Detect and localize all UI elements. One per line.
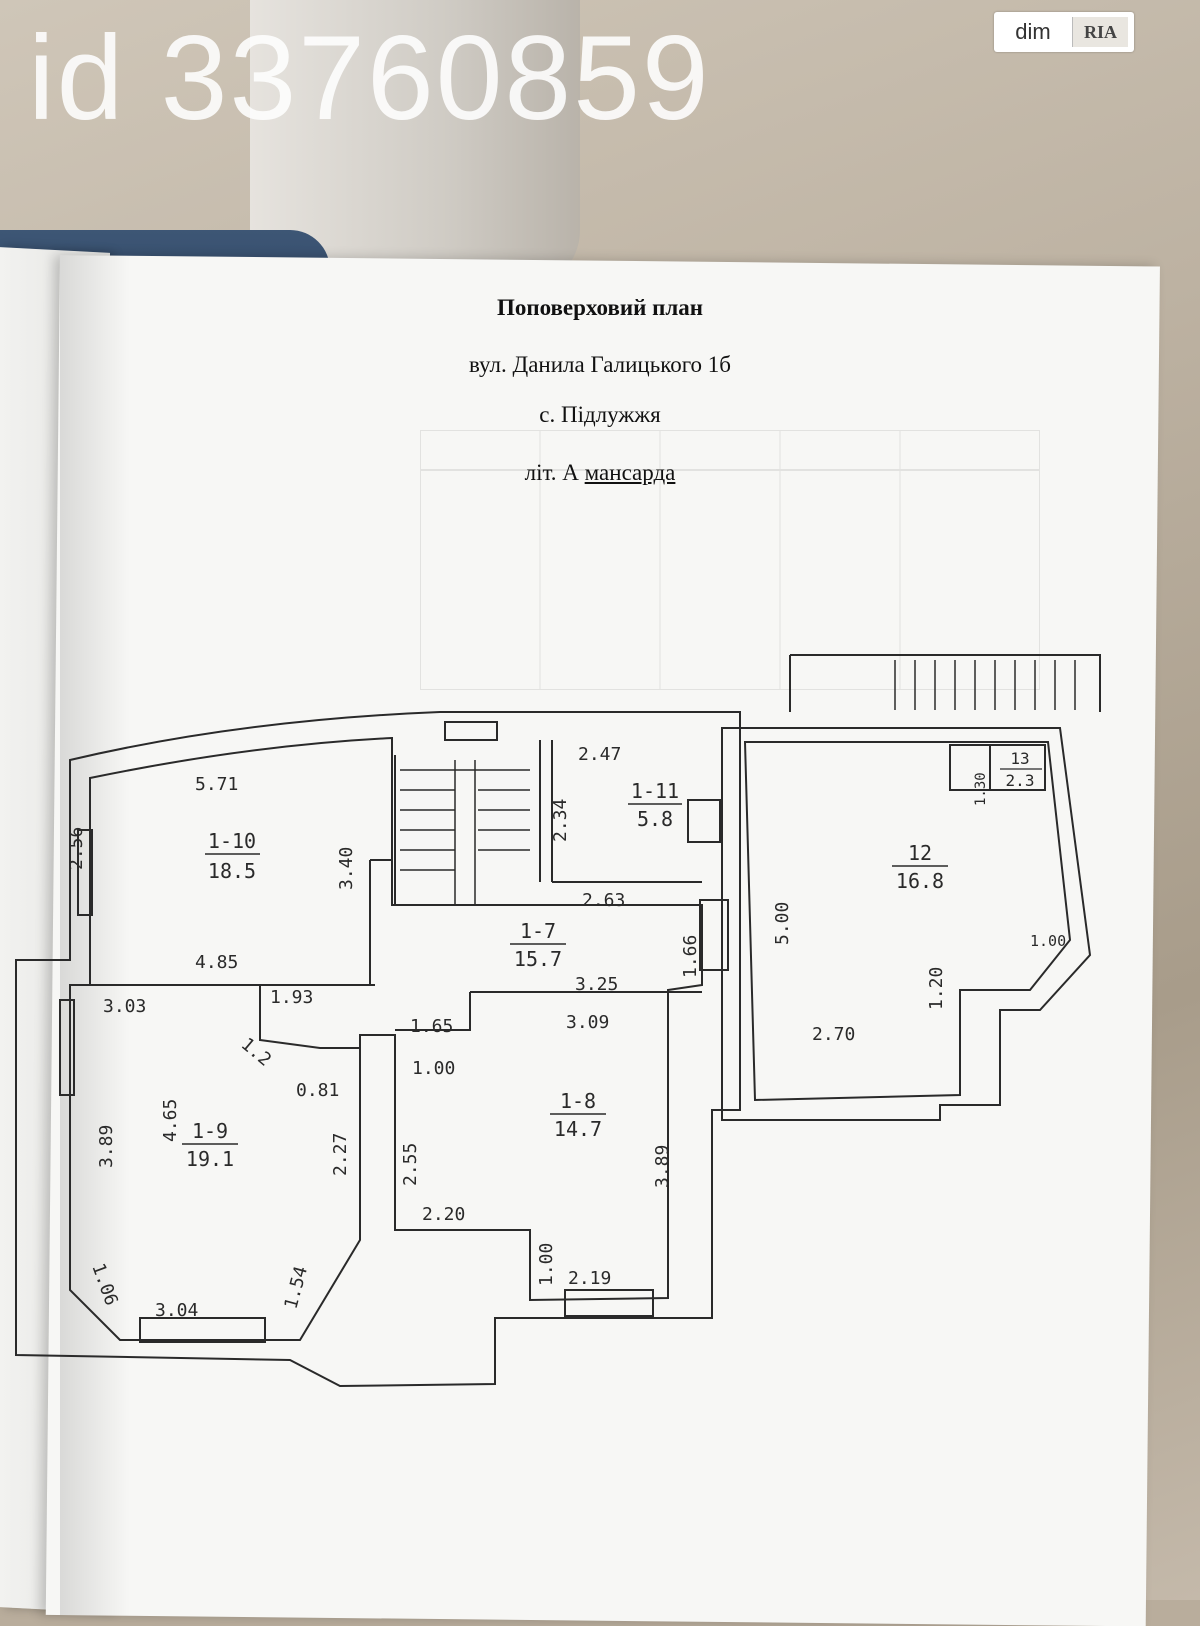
dimension-label: 2.27 <box>330 1133 351 1176</box>
room-area: 15.7 <box>514 947 562 971</box>
staircase-icon <box>400 660 1076 905</box>
building-letter: літ. А <box>524 460 579 485</box>
dimension-label: 5.71 <box>195 774 238 795</box>
dimension-label: 1.06 <box>87 1261 122 1309</box>
logo-ria-text: RIA <box>1072 17 1128 47</box>
dimension-label: 1.54 <box>281 1264 313 1311</box>
dimension-label: 1.66 <box>680 935 701 978</box>
dimension-label: 2.20 <box>422 1204 465 1225</box>
dimension-label: 3.25 <box>575 974 618 995</box>
dimension-label: 3.09 <box>566 1012 609 1033</box>
dimria-logo[interactable]: dim RIA <box>994 12 1134 52</box>
dimension-label: 1.20 <box>926 967 947 1010</box>
dimension-label: 2.63 <box>582 890 625 911</box>
dimension-label: 1.65 <box>410 1016 453 1037</box>
dimension-label: 2.47 <box>578 744 621 765</box>
street-address: вул. Данила Галицького 1б <box>468 352 732 377</box>
dimension-label: 3.89 <box>96 1125 117 1168</box>
dimension-label: 2.55 <box>400 1143 421 1186</box>
room-id: 1-10 <box>208 829 256 853</box>
room-area: 5.8 <box>637 807 673 831</box>
dimension-label: 4.65 <box>160 1099 181 1142</box>
dimension-label: 2.70 <box>812 1024 855 1045</box>
room-labels: 1-10 18.5 1-11 5.8 1-7 15.7 1-8 14.7 1-9… <box>182 749 1042 1171</box>
page-gutter-shadow <box>60 255 130 1615</box>
dimension-label: 3.40 <box>336 847 357 890</box>
room-id: 1-9 <box>192 1119 228 1143</box>
dimension-label: 1.2 <box>237 1034 275 1071</box>
dimension-label: 0.81 <box>296 1080 339 1101</box>
room-id: 13 <box>1010 749 1029 768</box>
room-area: 18.5 <box>208 859 256 883</box>
room-area: 2.3 <box>1006 771 1035 790</box>
floor-line: літ. А мансарда <box>0 460 1200 486</box>
room-area: 16.8 <box>896 869 944 893</box>
dimension-label: 5.00 <box>772 902 793 945</box>
dimension-label: 1.30 <box>973 772 989 806</box>
logo-dim-text: dim <box>1015 19 1051 44</box>
village-name: с. Підлужжя <box>539 402 661 427</box>
dimension-label: 4.85 <box>195 952 238 973</box>
dimension-label: 2.19 <box>568 1268 611 1289</box>
dimension-label: 1.93 <box>270 987 313 1008</box>
plan-walls <box>15 654 1101 1388</box>
room-id: 1-7 <box>520 919 556 943</box>
dimension-label: 3.89 <box>652 1145 673 1188</box>
room-area: 14.7 <box>554 1117 602 1141</box>
dimension-label: 2.34 <box>550 799 571 842</box>
listing-id-watermark: id 33760859 <box>28 11 711 145</box>
dimension-label: 3.04 <box>155 1300 198 1321</box>
dimension-label: 2.56 <box>66 827 87 870</box>
plan-title: Поповерховий план <box>496 295 704 320</box>
dimension-label: 3.03 <box>103 996 146 1017</box>
dimension-label: 1.00 <box>1030 932 1066 950</box>
room-area: 19.1 <box>186 1147 234 1171</box>
dimension-labels: 5.71 2.56 3.40 4.85 2.47 2.34 2.63 1.66 … <box>66 744 1066 1321</box>
room-id: 12 <box>908 841 932 865</box>
room-id: 1-11 <box>631 779 679 803</box>
dimension-label: 1.00 <box>536 1243 557 1286</box>
dimension-label: 1.00 <box>412 1058 455 1079</box>
room-id: 1-8 <box>560 1089 596 1113</box>
floor-name: мансарда <box>584 460 676 485</box>
